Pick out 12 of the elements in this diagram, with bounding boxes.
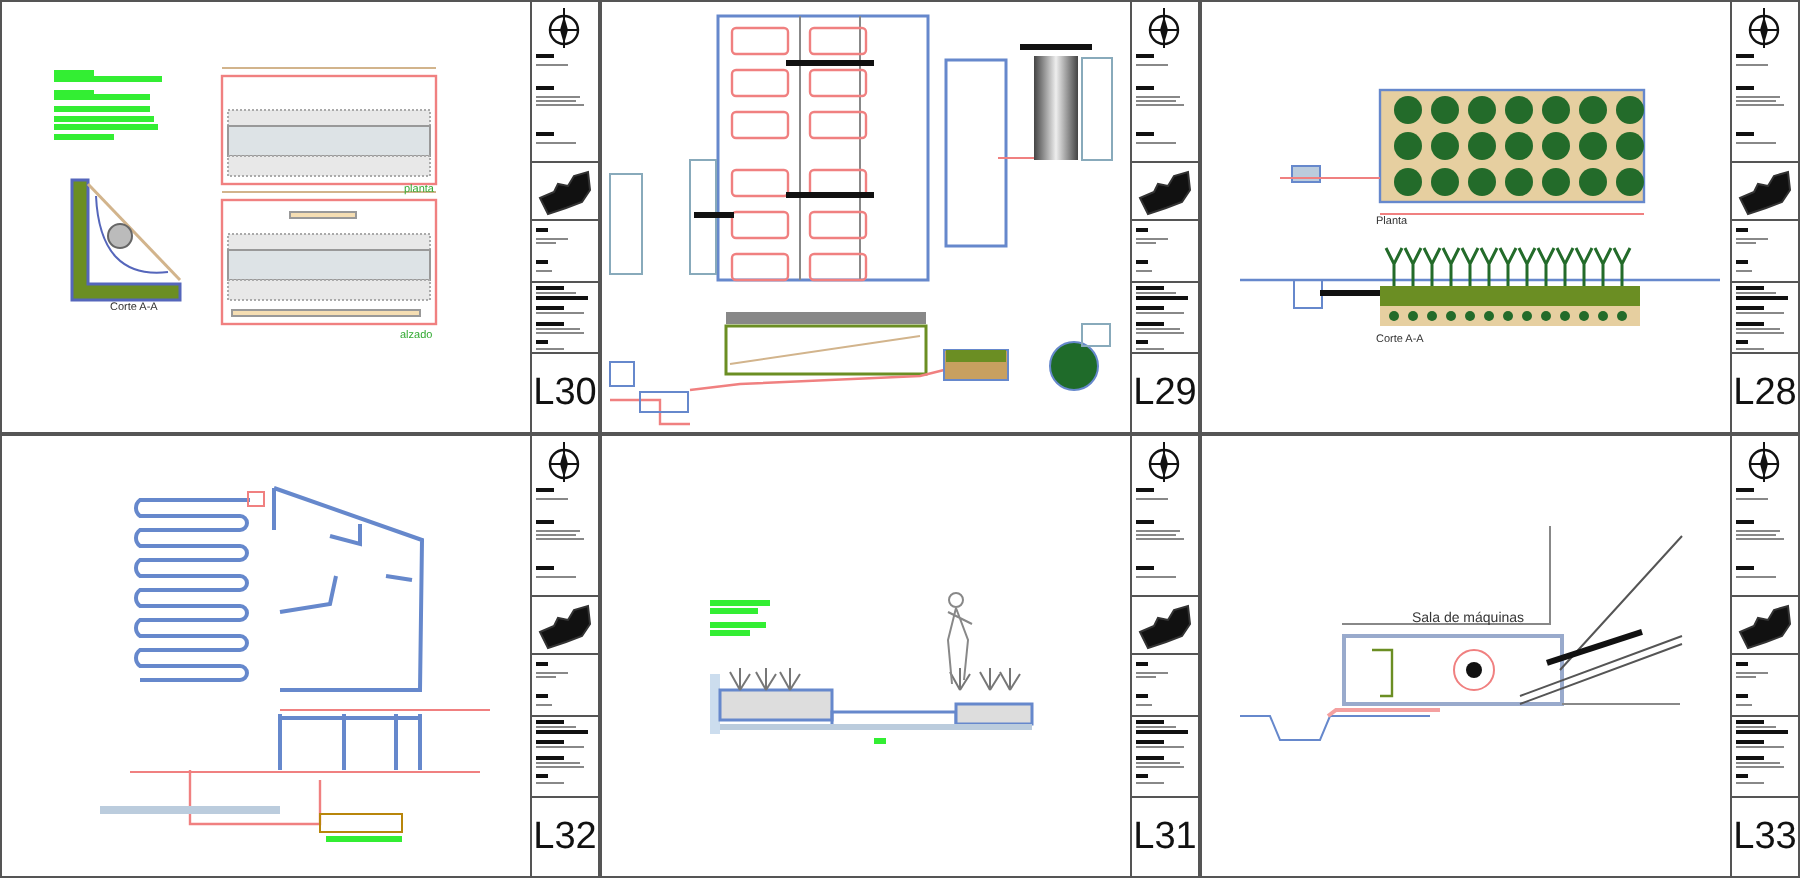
drawing-sheet (0, 0, 600, 434)
sheet-number: L30 (532, 352, 598, 432)
sheet-number: L32 (532, 796, 598, 876)
sheet-number: L33 (1732, 796, 1798, 876)
sheet-number: L31 (1132, 796, 1198, 876)
drawing-sheet (0, 434, 600, 878)
sheet-number: L29 (1132, 352, 1198, 432)
drawing-sheet (600, 0, 1200, 434)
sheet-number: L28 (1732, 352, 1798, 432)
drawing-sheet (600, 434, 1200, 878)
drawing-sheet (1200, 434, 1800, 878)
drawing-sheet (1200, 0, 1800, 434)
